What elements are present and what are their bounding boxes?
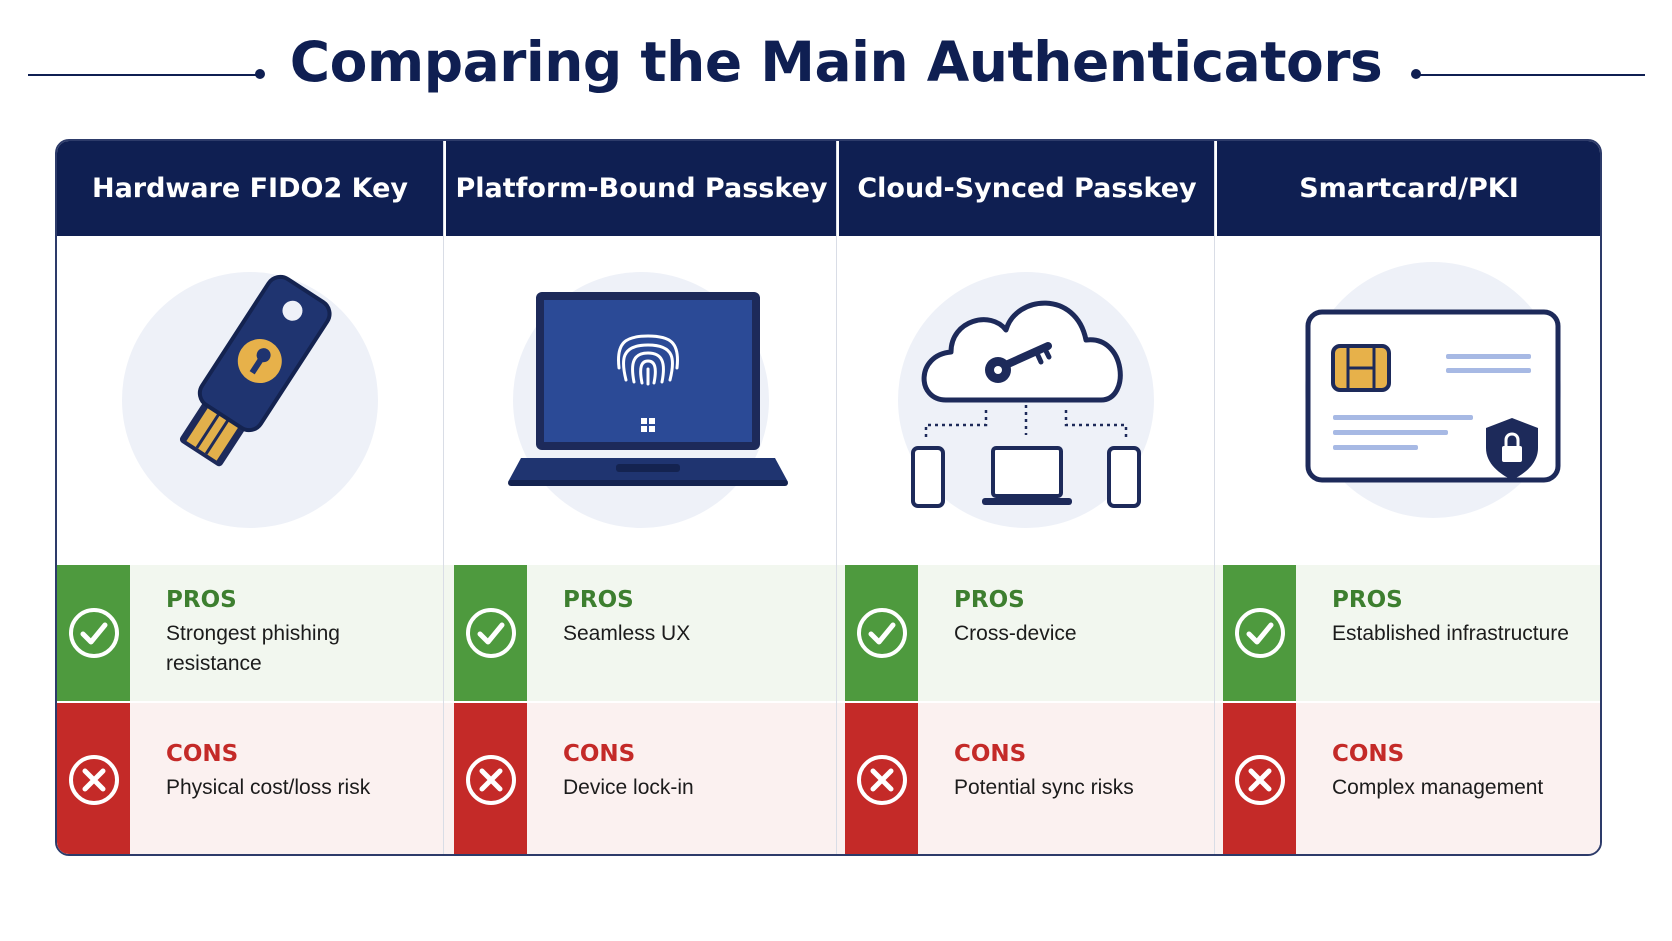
left-decor-line — [28, 74, 260, 76]
x-circle-icon — [856, 754, 907, 805]
column-header: Hardware FIDO2 Key — [57, 141, 443, 236]
pros-label: PROS — [954, 587, 1025, 613]
cloud-key-sync-icon — [898, 272, 1154, 528]
x-circle-icon — [68, 754, 119, 805]
cons-text: Potential sync risks — [954, 776, 1134, 799]
illustration — [1215, 236, 1600, 564]
x-circle-icon — [465, 754, 516, 805]
column-cloud-passkey: Cloud-Synced Passkey — [836, 141, 1215, 854]
cons-label: CONS — [1332, 741, 1405, 767]
cons-label: CONS — [166, 741, 239, 767]
check-circle-icon — [68, 608, 119, 658]
left-decor-dot — [255, 69, 265, 79]
pros-row: PROS Strongest phishing resistance — [57, 565, 443, 703]
column-smartcard: Smartcard/PKI — [1214, 141, 1600, 854]
laptop-fingerprint-icon — [507, 272, 788, 528]
pros-text: Established infrastructure — [1332, 622, 1569, 645]
cons-badge — [1223, 703, 1296, 854]
cons-text: Device lock-in — [563, 776, 694, 799]
column-header: Cloud-Synced Passkey — [837, 141, 1215, 236]
column-header: Platform-Bound Passkey — [444, 141, 837, 236]
cons-badge — [845, 703, 918, 854]
pros-badge — [1223, 565, 1296, 701]
usb-security-key-icon — [122, 272, 378, 528]
pros-text: Cross-device — [954, 622, 1077, 645]
column-header: Smartcard/PKI — [1215, 141, 1600, 236]
smartcard-chip-icon — [1305, 262, 1561, 518]
illustration — [444, 236, 837, 564]
pros-text: Strongest phishing resistance — [166, 622, 340, 675]
pros-badge — [454, 565, 527, 701]
pros-label: PROS — [166, 587, 237, 613]
cons-row: CONS Complex management — [1215, 703, 1600, 854]
cons-row: CONS Device lock-in — [444, 703, 837, 854]
column-platform-passkey: Platform-Bound Passkey — [443, 141, 837, 854]
cons-badge — [454, 703, 527, 854]
right-decor-line — [1416, 74, 1645, 76]
cons-text: Physical cost/loss risk — [166, 776, 371, 799]
cons-row: CONS Physical cost/loss risk — [57, 703, 443, 854]
illustration — [837, 236, 1215, 564]
x-circle-icon — [1234, 754, 1285, 805]
cons-text: Complex management — [1332, 776, 1544, 799]
pros-badge — [57, 565, 130, 701]
pros-row: PROS Established infrastructure — [1215, 565, 1600, 703]
pros-badge — [845, 565, 918, 701]
pros-label: PROS — [1332, 587, 1403, 613]
check-circle-icon — [1234, 608, 1285, 658]
illustration — [57, 236, 443, 564]
page-title: Comparing the Main Authenticators — [289, 30, 1383, 94]
column-hardware-key: Hardware FIDO2 Key — [57, 141, 443, 854]
title-bar: Comparing the Main Authenticators — [0, 0, 1672, 130]
cons-row: CONS Potential sync risks — [837, 703, 1215, 854]
cons-label: CONS — [563, 741, 636, 767]
pros-row: PROS Cross-device — [837, 565, 1215, 703]
check-circle-icon — [465, 608, 516, 658]
check-circle-icon — [856, 608, 907, 658]
cons-badge — [57, 703, 130, 854]
pros-label: PROS — [563, 587, 634, 613]
comparison-table: Hardware FIDO2 Key — [55, 139, 1602, 856]
pros-text: Seamless UX — [563, 622, 691, 645]
cons-label: CONS — [954, 741, 1027, 767]
pros-row: PROS Seamless UX — [444, 565, 837, 703]
